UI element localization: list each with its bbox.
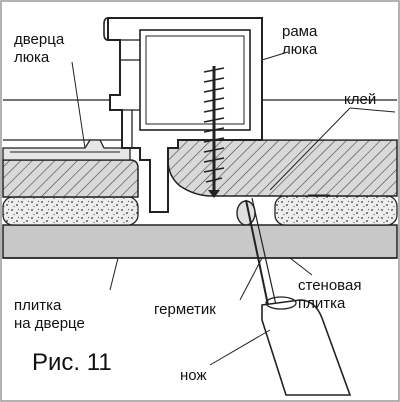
leader-lines: [71, 51, 396, 366]
knife-icon: [245, 197, 352, 396]
door-profile: [2, 139, 131, 161]
label-door-tile-1: плитка: [14, 297, 62, 314]
label-wall-tile-2: плитка: [298, 295, 346, 312]
wall-board: [167, 139, 398, 197]
label-wall-tile-1: стеновая: [298, 277, 361, 294]
label-knife: нож: [180, 367, 207, 384]
door-board: [2, 159, 139, 198]
wall-tile: [2, 224, 398, 259]
glue-layer-left: [2, 196, 139, 226]
label-glue: клей: [344, 91, 376, 108]
label-door-tile-2: на дверце: [14, 315, 85, 332]
label-frame-1: рама: [282, 23, 318, 40]
label-frame-2: люка: [282, 41, 318, 58]
figure-caption: Рис. 11: [32, 349, 112, 376]
label-door-2: люка: [14, 49, 50, 66]
screw-icon: [203, 66, 225, 198]
label-sealant: герметик: [154, 301, 216, 318]
label-door-1: дверца: [14, 31, 65, 48]
glue-layer-right: [274, 195, 398, 226]
